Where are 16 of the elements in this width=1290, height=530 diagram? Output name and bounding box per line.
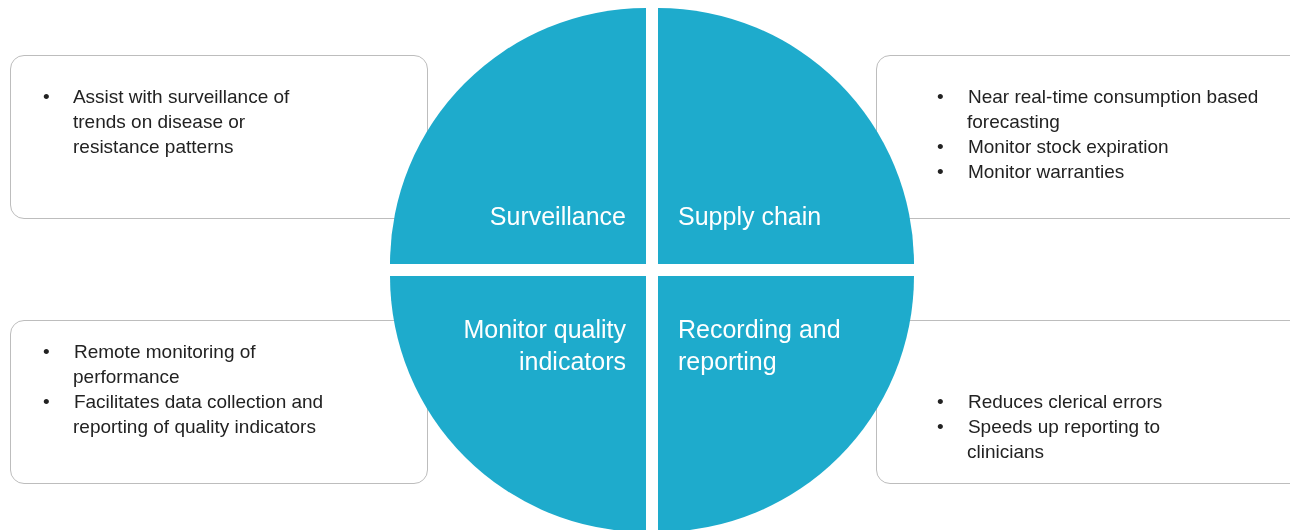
bullet-item: • Reduces clerical errors [937,390,1164,414]
text-box [10,320,428,484]
bullet-item: • Assist with surveillance of trends on disease or resistance patterns [43,85,291,159]
bullet-item: • Remote monitoring of performance [43,340,257,389]
segment-label: Supply chain [678,201,823,232]
text-box [876,320,1290,484]
bullet-item: • Speeds up reporting to clinicians [937,415,1162,464]
bullet-item: • Monitor warranties [937,160,1126,184]
segment-label: Surveillance [488,201,626,232]
text-box [10,55,428,219]
text-box [876,55,1290,219]
segment-label: Recording and reporting [678,314,842,377]
bullet-item: • Near real-time consumption based forecasting [937,85,1260,134]
bullet-item: • Facilitates data collection and reporting of quality indicators [43,390,325,439]
segment-label: Monitor quality indicators [462,314,626,377]
bullet-item: • Monitor stock expiration [937,135,1170,159]
